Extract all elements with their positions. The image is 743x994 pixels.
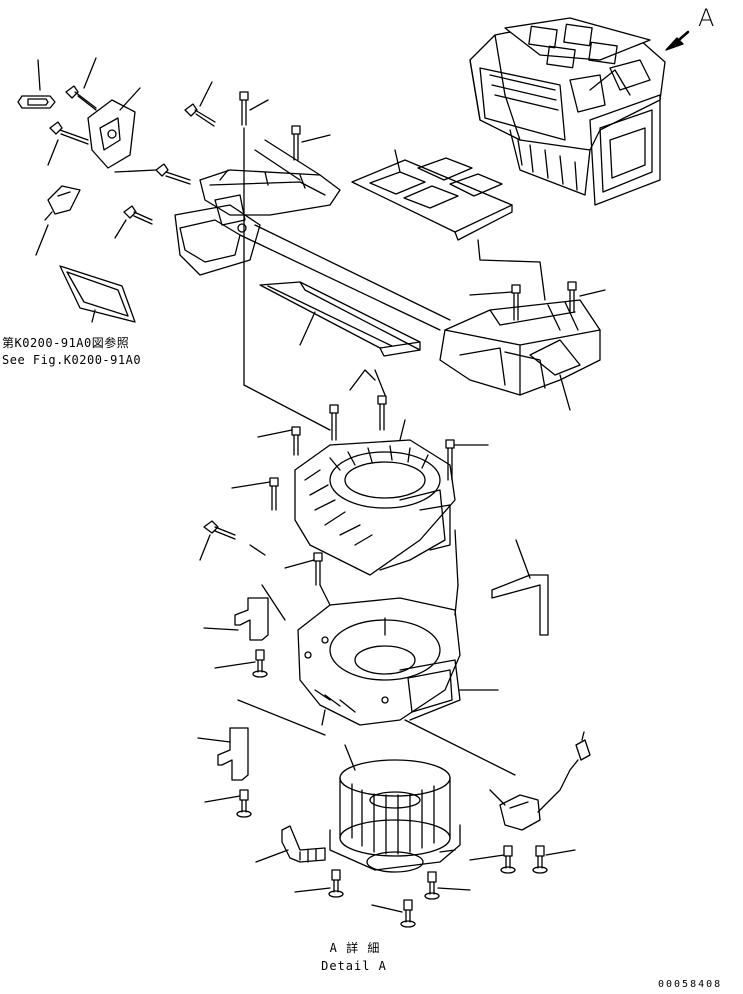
upper-duct-assembly: [174, 139, 451, 331]
filter-element: [259, 281, 421, 357]
detail-label-ja: A 詳 細: [329, 941, 381, 955]
bolt-side: [199, 520, 266, 561]
view-letter-label: A: [698, 4, 715, 32]
bolt-top-1: [65, 57, 97, 111]
blower-upper-case: [231, 369, 489, 586]
bolt-set-upper: [239, 91, 606, 431]
bolt-top-5: [114, 205, 153, 239]
reference-label-en: See Fig.K0200-91A0: [2, 353, 142, 367]
heater-case-part: [439, 239, 601, 411]
gasket-strip: [491, 539, 549, 636]
bracket-lower: [197, 699, 326, 818]
resistor-part: [489, 731, 591, 831]
bracket-upper: [203, 597, 269, 678]
clip-part: [17, 59, 56, 109]
resistor-bolts: [469, 845, 576, 874]
reference-label-ja: 第K0200-91A0図参照: [2, 336, 130, 350]
filter-frame-part: [59, 265, 136, 323]
bolt-top-2: [47, 121, 89, 166]
bolt-top-3: [184, 81, 216, 127]
bolt-top-4: [114, 163, 191, 185]
detail-label-en: Detail A: [321, 959, 387, 973]
hose-part: [255, 825, 326, 863]
document-number: 00058408: [658, 979, 723, 990]
assembled-heater-unit: [469, 17, 666, 206]
blower-motor: [329, 719, 516, 873]
actuator-part: [87, 87, 141, 169]
view-arrow-icon: [665, 30, 690, 51]
filter-panel: [351, 149, 513, 241]
motor-bolts: [294, 849, 471, 928]
connector-part: [35, 185, 81, 256]
blower-lower-case: [261, 529, 499, 726]
